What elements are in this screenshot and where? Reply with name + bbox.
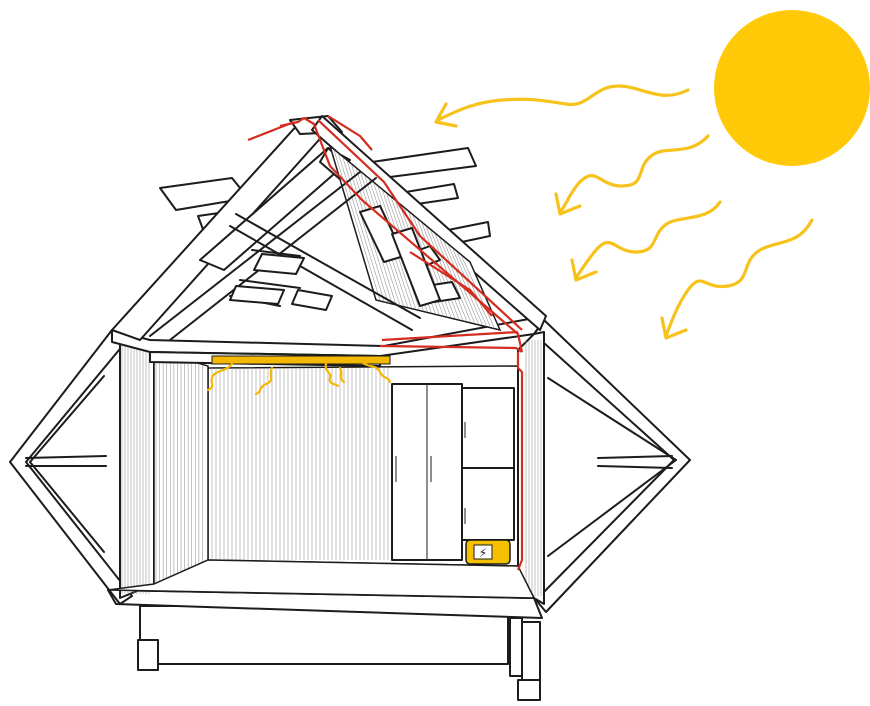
cabinets [392, 384, 514, 560]
battery-symbol: ⚡ [479, 546, 487, 560]
lower-cabinet [462, 468, 514, 540]
left-wall [120, 344, 208, 598]
battery-icon: ⚡ [466, 540, 510, 564]
left-truss [10, 330, 132, 604]
leg-left [138, 640, 158, 670]
sun-ray-1 [436, 86, 688, 126]
sun-ray-2 [556, 136, 708, 214]
foundation [108, 580, 542, 700]
left-rafter [112, 122, 326, 340]
sun-icon [714, 10, 870, 166]
right-truss [534, 320, 690, 612]
sun-ray-4 [662, 220, 812, 338]
roof [112, 116, 546, 340]
sun-ray-3 [572, 202, 720, 280]
upper-cabinet [462, 388, 514, 468]
